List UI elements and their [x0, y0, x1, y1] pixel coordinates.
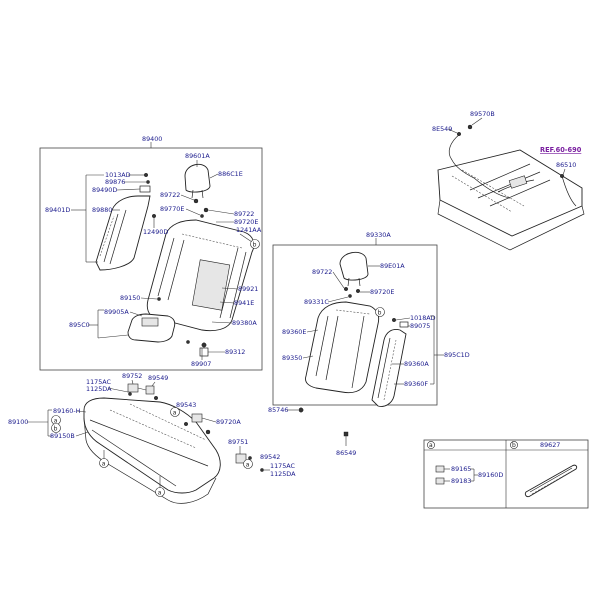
seatback-right-frame	[272, 244, 438, 406]
label-1013AD: 1013AD	[105, 171, 131, 179]
label-86549: 86549	[336, 449, 356, 457]
label-89360F: 89360F	[404, 380, 428, 388]
legend-table: a b 89627 89165 89183 89160D	[423, 439, 589, 509]
label-89722-b: 89722	[234, 210, 254, 218]
seatback-right-main	[305, 301, 380, 394]
label-895C0: 895C0	[69, 321, 90, 329]
label-89720E-b: 89720E	[370, 288, 394, 296]
callout-a-2: a	[158, 489, 162, 496]
trim-strip-89627	[524, 464, 578, 498]
side-bolster-left	[95, 195, 151, 271]
label-89150: 89150	[120, 294, 140, 302]
callout-a-1: a	[102, 460, 106, 467]
label-89627: 89627	[540, 441, 560, 449]
label-89543: 89543	[176, 401, 196, 409]
label-89490D: 89490D	[92, 186, 117, 194]
label-89360E: 89360E	[282, 328, 306, 336]
headrest-right	[339, 251, 369, 287]
label-89160D: 89160D	[478, 471, 503, 479]
legend-b: b	[512, 442, 516, 449]
label-1018AD: 1018AD	[410, 314, 436, 322]
label-89150B: 89150B	[50, 432, 75, 440]
label-89907: 89907	[191, 360, 211, 368]
label-89905A: 89905A	[104, 308, 129, 316]
label-89100: 89100	[8, 418, 28, 426]
label-89770E: 89770E	[160, 205, 184, 213]
label-89165: 89165	[451, 465, 471, 473]
seat-cushion	[83, 397, 221, 504]
label-89720E-a: 89720E	[234, 218, 258, 226]
label-89380A: 89380A	[232, 319, 257, 327]
label-89312: 89312	[225, 348, 245, 356]
label-1125DA-b: 1125DA	[270, 470, 296, 478]
label-89401D: 89401D	[45, 206, 70, 214]
label-89751: 89751	[228, 438, 248, 446]
label-89601A: 89601A	[185, 152, 210, 160]
label-89921: 89921	[238, 285, 258, 293]
callout-b-3: b	[54, 425, 58, 432]
armrest	[127, 313, 176, 343]
label-1175AC-a: 1175AC	[86, 378, 112, 386]
headrest-left	[184, 163, 211, 199]
label-8941E: 8941E	[234, 299, 254, 307]
label-12490D: 12490D	[143, 228, 168, 236]
package-tray	[437, 149, 585, 251]
side-bolster-right	[371, 329, 407, 407]
label-89752: 89752	[122, 372, 142, 380]
label-895C1D: 895C1D	[444, 351, 470, 359]
callout-b-2: b	[378, 309, 382, 316]
callout-b-1: b	[253, 241, 257, 248]
label-1241AA: 1241AA	[236, 226, 262, 234]
label-89570B: 89570B	[470, 110, 495, 118]
label-89722-a: 89722	[160, 191, 180, 199]
label-89330A: 89330A	[366, 231, 391, 239]
legend-a: a	[429, 442, 433, 449]
callout-a-3: a	[54, 417, 58, 424]
label-86510: 86510	[556, 161, 576, 169]
label-89722-c: 89722	[312, 268, 332, 276]
label-89160: 89160-H	[53, 407, 81, 415]
label-89331C: 89331C	[304, 298, 329, 306]
label-89542: 89542	[260, 453, 280, 461]
seatback-main	[146, 219, 255, 332]
label-89183: 89183	[451, 477, 471, 485]
label-89549: 89549	[148, 374, 168, 382]
label-89400: 89400	[142, 135, 162, 143]
callout-a-4: a	[173, 409, 177, 416]
label-886C1E: 886C1E	[218, 170, 243, 178]
label-1125DA-a: 1125DA	[86, 385, 112, 393]
label-89876: 89876	[105, 178, 125, 186]
label-89E01A: 89E01A	[380, 262, 405, 270]
label-89720A: 89720A	[216, 418, 241, 426]
label-1175AC-b: 1175AC	[270, 462, 296, 470]
ref-link-60-690[interactable]: REF.60-690	[540, 146, 582, 154]
callout-a-5: a	[246, 461, 250, 468]
label-8E549: 8E549	[432, 125, 452, 133]
label-85746: 85746	[268, 406, 288, 414]
label-89360A: 89360A	[404, 360, 429, 368]
label-89880: 89880	[92, 206, 112, 214]
label-89350: 89350	[282, 354, 302, 362]
label-89075: 89075	[410, 322, 430, 330]
